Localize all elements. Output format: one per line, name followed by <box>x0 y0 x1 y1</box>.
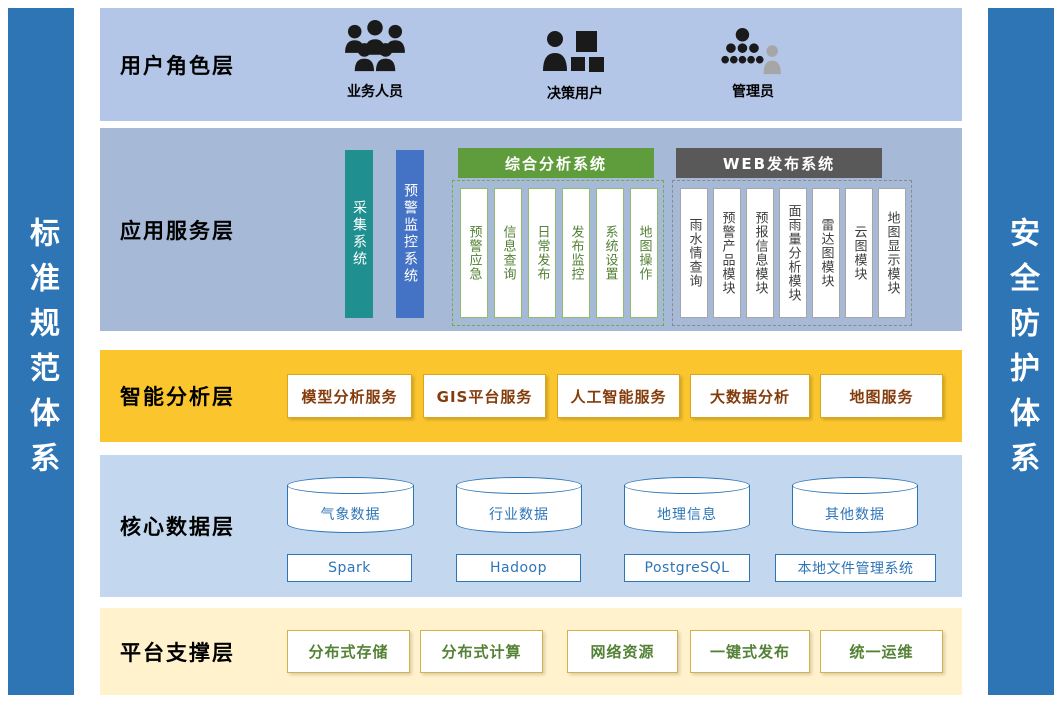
analysis-module-label: 预警应急 <box>466 225 482 281</box>
core-data-layer-title: 核心数据层 <box>120 515 235 539</box>
analysis-system-header: 综合分析系统 <box>458 148 654 178</box>
analysis-module-label: 日常发布 <box>534 225 550 281</box>
web-module-label: 雷达图模块 <box>818 218 834 288</box>
database-cylinder-label: 其他数据 <box>825 507 885 523</box>
web-module: 地图显示模块 <box>878 188 906 318</box>
storage-box-spark: Spark <box>287 554 412 582</box>
support-box-unified-ops: 统一运维 <box>820 630 943 673</box>
analysis-module-label: 系统设置 <box>602 225 618 281</box>
cylinder-top <box>287 477 414 494</box>
web-module-label: 云图模块 <box>851 225 867 281</box>
app-service-layer: 应用服务层 采集系统 预警监控系统 综合分析系统 预警应急 信息查询 日常发布 … <box>100 128 962 331</box>
core-data-layer: 核心数据层 气象数据 行业数据 地理信息 其他数据 Spark Hadoop P… <box>100 455 962 597</box>
analysis-module: 系统设置 <box>596 188 624 318</box>
web-module: 雷达图模块 <box>812 188 840 318</box>
support-box-dist-storage: 分布式存储 <box>287 630 410 673</box>
role-admin-label: 管理员 <box>732 84 774 100</box>
service-box-model-analysis: 模型分析服务 <box>287 374 412 418</box>
database-cylinder-geo: 地理信息 <box>624 477 750 533</box>
service-box-ai: 人工智能服务 <box>557 374 680 418</box>
collection-system-bar: 采集系统 <box>345 150 373 318</box>
role-admin: 管理员 <box>693 28 813 101</box>
cylinder-top <box>624 477 750 494</box>
platform-support-layer: 平台支撑层 分布式存储 分布式计算 网络资源 一键式发布 统一运维 <box>100 608 962 695</box>
web-system-modules: 雨水情查询 预警产品模块 预报信息模块 面雨量分析模块 雷达图模块 云图模块 地… <box>672 180 912 326</box>
database-cylinder-weather: 气象数据 <box>287 477 414 533</box>
role-decision-user: 决策用户 <box>515 30 635 103</box>
database-cylinder-other: 其他数据 <box>792 477 918 533</box>
collection-system-label: 采集系统 <box>351 200 367 268</box>
support-box-dist-compute: 分布式计算 <box>420 630 543 673</box>
role-decision-user-label: 决策用户 <box>547 86 603 102</box>
people-group-icon <box>345 20 405 72</box>
analysis-module-label: 信息查询 <box>500 225 516 281</box>
support-box-one-click-publish: 一键式发布 <box>690 630 810 673</box>
warning-monitor-system-bar: 预警监控系统 <box>396 150 424 318</box>
platform-support-layer-title: 平台支撑层 <box>120 640 235 665</box>
storage-box-hadoop: Hadoop <box>456 554 581 582</box>
standards-system-bar: 标准规范体系 <box>8 8 74 695</box>
database-cylinder-label: 行业数据 <box>489 507 549 523</box>
warning-monitor-system-label: 预警监控系统 <box>402 183 418 285</box>
security-system-label: 安全防护体系 <box>1004 216 1039 487</box>
web-module: 预报信息模块 <box>746 188 774 318</box>
support-box-network: 网络资源 <box>567 630 678 673</box>
intelligent-analysis-layer: 智能分析层 模型分析服务 GIS平台服务 人工智能服务 大数据分析 地图服务 <box>100 350 962 442</box>
standards-system-label: 标准规范体系 <box>24 216 59 487</box>
storage-box-postgresql: PostgreSQL <box>624 554 750 582</box>
database-cylinder-label: 气象数据 <box>320 507 381 523</box>
web-module-label: 地图显示模块 <box>884 211 900 295</box>
web-module-label: 面雨量分析模块 <box>785 204 801 302</box>
cylinder-top <box>456 477 582 494</box>
person-network-icon <box>721 28 781 75</box>
web-module-label: 预报信息模块 <box>752 211 768 295</box>
analysis-module: 日常发布 <box>528 188 556 318</box>
web-module: 面雨量分析模块 <box>779 188 807 318</box>
user-role-layer-title: 用户角色层 <box>120 53 235 78</box>
app-service-layer-title: 应用服务层 <box>120 218 235 243</box>
database-cylinder-industry: 行业数据 <box>456 477 582 533</box>
analysis-module: 预警应急 <box>460 188 488 318</box>
web-module-label: 雨水情查询 <box>686 218 702 288</box>
role-business-staff-label: 业务人员 <box>347 84 403 100</box>
web-module: 雨水情查询 <box>680 188 708 318</box>
analysis-module-label: 发布监控 <box>568 225 584 281</box>
analysis-module: 发布监控 <box>562 188 590 318</box>
database-cylinder-label: 地理信息 <box>657 507 717 523</box>
web-module: 云图模块 <box>845 188 873 318</box>
web-module-label: 预警产品模块 <box>719 211 735 295</box>
analysis-module: 信息查询 <box>494 188 522 318</box>
user-role-layer: 用户角色层 业务人员 决策用户 <box>100 8 962 121</box>
web-module: 预警产品模块 <box>713 188 741 318</box>
analysis-system-modules: 预警应急 信息查询 日常发布 发布监控 系统设置 地图操作 <box>452 180 664 326</box>
intelligent-analysis-layer-title: 智能分析层 <box>120 385 235 409</box>
cylinder-top <box>792 477 918 494</box>
web-system-header: WEB发布系统 <box>676 148 882 178</box>
person-chart-icon <box>543 31 604 72</box>
analysis-module-label: 地图操作 <box>636 225 652 281</box>
security-system-bar: 安全防护体系 <box>988 8 1054 695</box>
analysis-module: 地图操作 <box>630 188 658 318</box>
service-box-bigdata: 大数据分析 <box>690 374 810 418</box>
service-box-gis-platform: GIS平台服务 <box>423 374 546 418</box>
storage-box-local-file: 本地文件管理系统 <box>775 554 936 582</box>
role-business-staff: 业务人员 <box>315 20 435 101</box>
service-box-map: 地图服务 <box>820 374 943 418</box>
